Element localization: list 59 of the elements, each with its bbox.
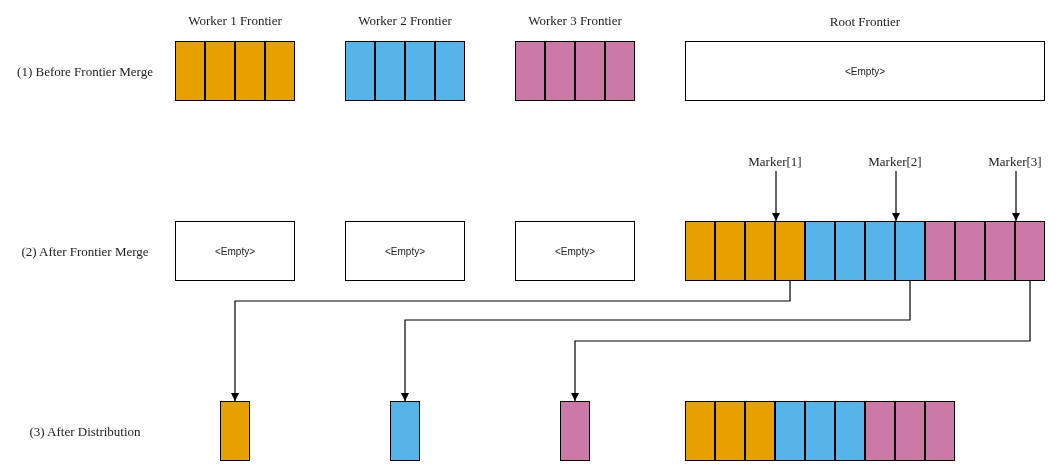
row-label: (2) After Frontier Merge [20, 243, 150, 261]
marker-label: Marker[2] [868, 154, 922, 170]
row-label: (1) Before Frontier Merge [16, 63, 154, 81]
queue-cell [745, 221, 775, 281]
arrow [231, 280, 791, 402]
queue-cell [435, 41, 465, 101]
queue-cell [925, 401, 955, 461]
queue-cell [925, 221, 955, 281]
queue-cell [605, 41, 635, 101]
queue-cell [715, 221, 745, 281]
queue-cell [345, 41, 375, 101]
queue-cell [895, 401, 925, 461]
queue-cell [405, 41, 435, 101]
queue-cell [835, 221, 865, 281]
queue-cell [575, 41, 605, 101]
queue-cell [715, 401, 745, 461]
queue-cell [805, 401, 835, 461]
marker-label: Marker[1] [748, 154, 802, 170]
queue-cell [835, 401, 865, 461]
queue-cell [685, 221, 715, 281]
arrow [772, 170, 780, 222]
queue-cell [895, 221, 925, 281]
queue-cell [955, 221, 985, 281]
arrow [401, 280, 911, 402]
queue-cell [865, 401, 895, 461]
queue-cell [545, 41, 575, 101]
arrow [892, 170, 900, 222]
queue-cell [985, 221, 1015, 281]
queue-cell [390, 401, 420, 461]
queue-cell [265, 41, 295, 101]
queue-cell [775, 221, 805, 281]
queue-cell [865, 221, 895, 281]
empty-frontier-box [515, 221, 635, 281]
queue-cell [560, 401, 590, 461]
queue-cell [805, 221, 835, 281]
queue-cell [175, 41, 205, 101]
queue-cell [205, 41, 235, 101]
frontier-title: Worker 1 Frontier [188, 13, 282, 29]
empty-label: <Empty> [215, 245, 255, 257]
queue-cell [1015, 221, 1045, 281]
empty-label: <Empty> [555, 245, 595, 257]
frontier-title: Root Frontier [829, 14, 901, 30]
empty-label: <Empty> [845, 65, 885, 77]
frontier-title: Worker 2 Frontier [358, 13, 452, 29]
marker-label: Marker[3] [988, 154, 1042, 170]
queue-cell [745, 401, 775, 461]
empty-frontier-box [345, 221, 465, 281]
queue-cell [685, 401, 715, 461]
queue-cell [515, 41, 545, 101]
arrow [1012, 170, 1020, 222]
queue-cell [775, 401, 805, 461]
queue-cell [375, 41, 405, 101]
queue-cell [220, 401, 250, 461]
queue-cell [235, 41, 265, 101]
empty-label: <Empty> [385, 245, 425, 257]
row-label: (3) After Distribution [28, 423, 142, 441]
frontier-title: Worker 3 Frontier [528, 13, 622, 29]
empty-frontier-box [175, 221, 295, 281]
arrow [571, 280, 1031, 402]
